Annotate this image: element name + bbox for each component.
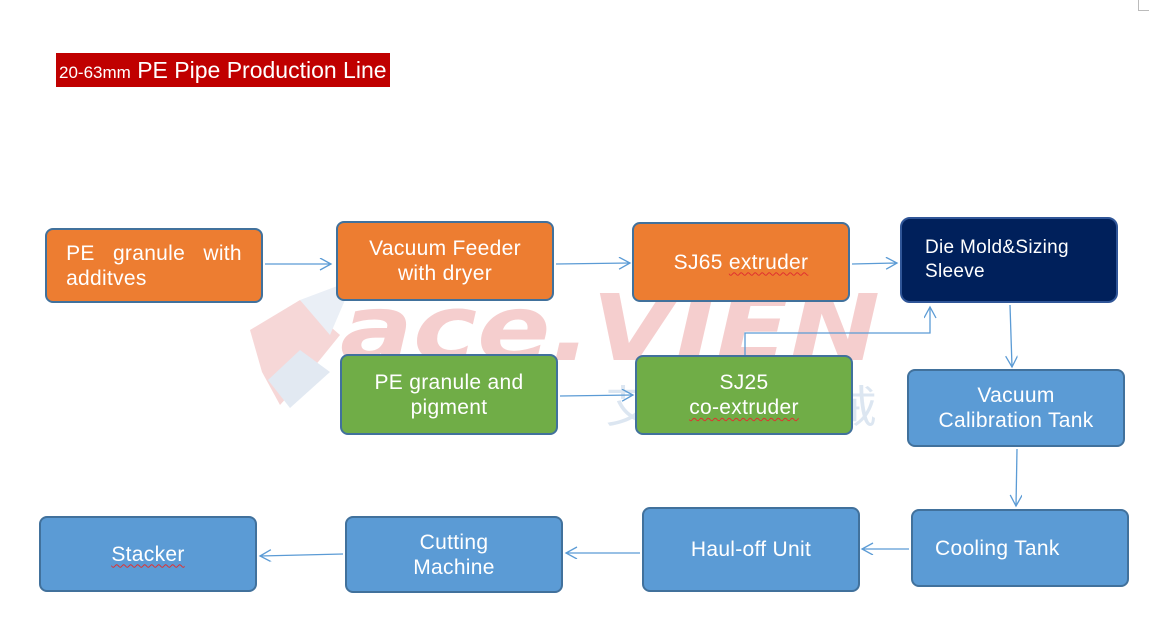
node-pe-granule-pigment-line2: pigment xyxy=(410,395,488,419)
arrow-feeder-to-sj65 xyxy=(555,263,630,264)
arrow-pigment-to-sj25 xyxy=(559,395,633,396)
node-sj25-text: SJ25 co-extruder xyxy=(689,370,799,420)
node-cutting-machine: Cutting Machine xyxy=(345,516,563,593)
title-text: PE Pipe Production Line xyxy=(137,57,387,83)
node-stacker-label: Stacker xyxy=(111,542,185,566)
node-pe-granule-additives: PE granule with additves xyxy=(45,228,263,303)
node-die-mold-line1: Die Mold&Sizing xyxy=(925,237,1069,258)
diagram-title: 20-63mm PE Pipe Production Line xyxy=(56,53,390,87)
node-cooling-tank-label: Cooling Tank xyxy=(935,536,1060,560)
node-vacuum-feeder-line2: with dryer xyxy=(397,262,492,285)
node-pe-granule-pigment-line1: PE granule and xyxy=(374,370,524,394)
node-sj65-name: SJ65 xyxy=(673,250,723,274)
watermark-emblem-icon xyxy=(250,285,345,408)
node-die-mold-line2: Sleeve xyxy=(925,261,985,282)
node-sj65-extruder: SJ65 extruder xyxy=(632,222,850,302)
node-sj65-text: SJ65 extruder xyxy=(674,250,809,275)
node-vacuum-tank-line2: Calibration Tank xyxy=(938,409,1094,432)
node-cooling-tank: Cooling Tank xyxy=(911,509,1129,587)
node-vacuum-calibration-tank: Vacuum Calibration Tank xyxy=(907,369,1125,447)
node-vacuum-feeder-text: Vacuum Feeder with dryer xyxy=(369,236,521,286)
node-stacker: Stacker xyxy=(39,516,257,592)
node-haul-off-unit: Haul-off Unit xyxy=(642,507,860,592)
title-size-range: 20-63mm xyxy=(59,63,131,82)
node-haul-off-label: Haul-off Unit xyxy=(690,538,812,561)
node-vacuum-tank-line1: Vacuum xyxy=(977,384,1055,407)
node-cutting-line1: Cutting xyxy=(419,530,489,554)
node-pe-granule-pigment-text: PE granule and pigment xyxy=(375,370,524,420)
node-vacuum-feeder: Vacuum Feeder with dryer xyxy=(336,221,554,301)
node-cutting-text: Cutting Machine xyxy=(413,530,494,580)
node-die-mold-text: Die Mold&Sizing Sleeve xyxy=(925,236,1069,284)
arrow-sj65-to-die-mold xyxy=(851,263,897,264)
page-corner-mark xyxy=(1138,0,1149,11)
node-pe-granule-additives-line1: PE granule with xyxy=(66,241,242,265)
arrow-cutting-to-stacker xyxy=(260,554,344,556)
node-die-mold: Die Mold&Sizing Sleeve xyxy=(900,217,1118,303)
node-sj65-word: extruder xyxy=(728,250,809,274)
node-pe-granule-pigment: PE granule and pigment xyxy=(340,354,558,435)
node-sj25-co-extruder: SJ25 co-extruder xyxy=(635,355,853,435)
node-vacuum-feeder-line1: Vacuum Feeder xyxy=(369,237,521,260)
arrow-sj25-to-die-mold xyxy=(744,307,930,355)
node-sj25-line2: co-extruder xyxy=(689,396,799,419)
node-sj25-line1: SJ25 xyxy=(719,371,769,394)
arrow-vacuum-tank-to-cooling xyxy=(1016,448,1017,506)
node-pe-granule-additives-text: PE granule with additves xyxy=(66,241,242,291)
node-cutting-line2: Machine xyxy=(413,555,495,579)
node-pe-granule-additives-line2: additves xyxy=(66,266,147,290)
arrow-die-mold-to-vacuum-tank xyxy=(1010,304,1012,367)
node-vacuum-tank-text: Vacuum Calibration Tank xyxy=(939,383,1094,433)
